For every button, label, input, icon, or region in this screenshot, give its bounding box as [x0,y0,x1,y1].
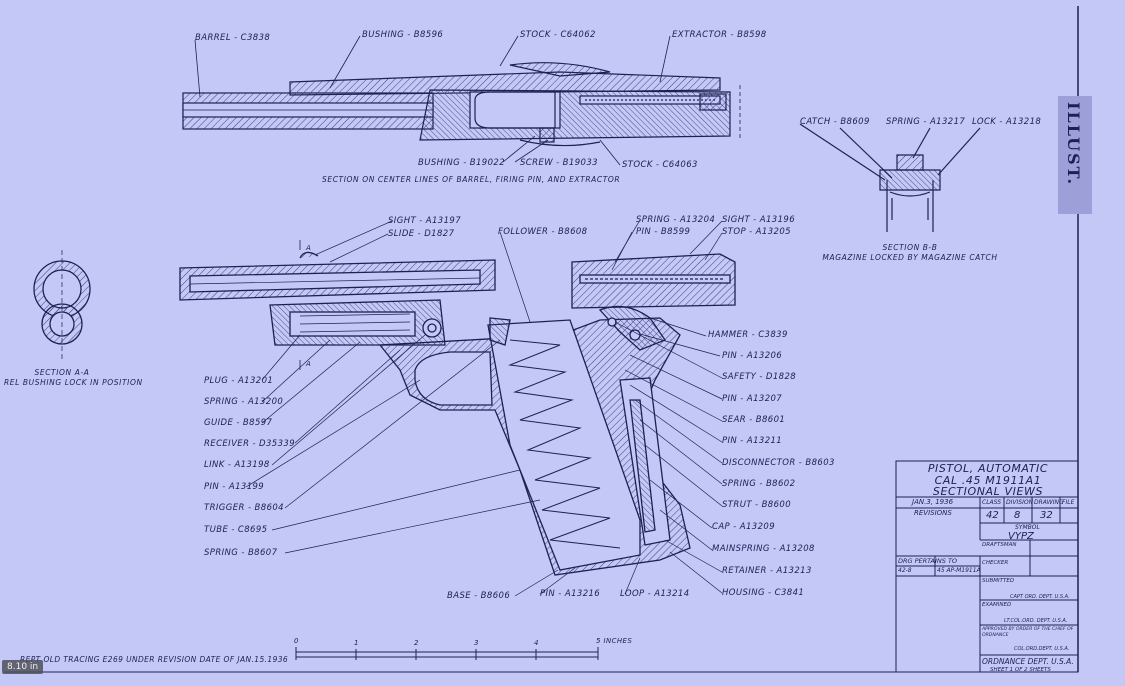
top-section-view [182,62,741,147]
label-follower: FOLLOWER - B8608 [498,227,588,237]
tb-col-drawing: DRAWING [1034,499,1064,506]
scale-tick-3: 3 [474,639,479,647]
scale-tick-0: 0 [294,637,299,645]
tb-col-file: FILE [1062,499,1075,506]
label-retainer: RETAINER - A13213 [722,566,812,576]
marker-a-top: A [306,244,312,252]
marker-a-bottom: A [306,360,312,368]
scale-tick-1: 1 [354,639,359,647]
label-spring-rear: SPRING - A13204 [636,215,716,225]
label-sight-front: SIGHT - A13197 [388,216,461,226]
scale-tick-4: 4 [534,639,539,647]
label-stop: STOP - A13205 [722,227,791,237]
label-spring-mag-main: SPRING - B8607 [204,548,278,558]
label-spring-sear: SPRING - B8602 [722,479,796,489]
tb-approved: APPROVED BY ORDER OF THE CHIEF OF ORDNAN… [982,627,1074,638]
leaders-main [245,219,723,597]
title-line-1: PISTOL, AUTOMATIC [927,462,1049,475]
section-aa-view [33,250,91,360]
label-plug: PLUG - A13201 [204,376,274,386]
label-spring-mag: SPRING - A13217 [886,117,966,127]
tb-drg-pertains: DRG PERTAINS TO [898,557,958,565]
title-line-2: CAL .45 M1911A1 [934,474,1042,487]
label-sight-rear: SIGHT - A13196 [722,215,795,225]
tb-col-ord: LT.COL.ORD. DEPT. U.S.A. [1004,618,1068,624]
caption-section-aa-sub: REL BUSHING LOCK IN POSITION [4,378,143,387]
tb-val-drawing: 32 [1040,510,1053,521]
tb-date: JAN.3, 1936 [912,498,954,506]
scale-tick-5: 5 INCHES [596,637,633,645]
label-safety: SAFETY - D1828 [722,372,797,382]
label-slide: SLIDE - D1827 [388,229,455,239]
label-mainspring: MAINSPRING - A13208 [712,544,815,554]
tb-sheet: SHEET 1 OF 2 SHEETS [990,667,1051,673]
tb-col-ord2: COL.ORD.DEPT. U.S.A. [1014,646,1070,652]
label-barrel-top: BARREL - C3838 [195,33,271,43]
label-base: BASE - B8606 [447,591,511,601]
caption-section-aa: SECTION A-A [34,368,90,377]
leaders-top [194,35,671,166]
tb-val-class: 42 [986,510,999,521]
pistol-section-view [179,240,736,576]
label-pin-sear: PIN - A13211 [722,436,783,446]
label-housing: HOUSING - C3841 [722,588,805,598]
tb-draftsman: DRAFTSMAN [982,542,1017,548]
label-catch: CATCH - B8609 [800,117,870,127]
label-link: LINK - A13198 [204,460,270,470]
label-pin-link: PIN - A13199 [204,482,265,492]
label-trigger: TRIGGER - B8604 [204,503,284,513]
label-receiver: RECEIVER - D35339 [204,439,296,449]
label-cap: CAP - A13209 [712,522,776,532]
label-hammer: HAMMER - C3839 [708,330,788,340]
title-block-grid [895,460,1079,673]
title-line-3: SECTIONAL VIEWS [932,485,1044,498]
illust-stamp: ILLUST. [1058,96,1092,214]
label-stock-top: STOCK - C64062 [520,30,596,40]
scale-tick-2: 2 [414,639,419,647]
tb-ordnance: ORDNANCE DEPT. U.S.A. [982,657,1074,666]
caption-section-bb: SECTION B-B [882,243,938,252]
label-lock: LOCK - A13218 [972,117,1042,127]
label-stock-low: STOCK - C64063 [622,160,698,170]
tb-col-division: DIVISION [1006,499,1034,506]
tb-revisions: REVISIONS [914,509,952,517]
tb-capt: CAPT ORD. DEPT. U.S.A. [1010,594,1070,600]
tb-examined: EXAMINED [982,602,1012,608]
footer-note: REPT OLD TRACING E269 UNDER REVISION DAT… [20,655,289,664]
label-screw: SCREW - B19033 [520,158,598,168]
zoom-badge[interactable]: 8.10 in [2,660,44,674]
tb-col-class: CLASS [982,499,1002,506]
label-bushing-top: BUSHING - B8596 [362,30,444,40]
tb-submitted: SUBMITTED [982,578,1015,584]
label-tube: TUBE - C8695 [204,525,268,535]
label-sear: SEAR - B8601 [722,415,786,425]
label-pin-safety: PIN - A13207 [722,394,783,404]
label-extractor: EXTRACTOR - B8598 [672,30,767,40]
label-pin-base: PIN - A13216 [540,589,601,599]
section-bb-view [799,123,981,232]
caption-section-bb-sub: MAGAZINE LOCKED BY MAGAZINE CATCH [822,253,998,262]
scale-bar [295,647,599,660]
label-pin-rear: PIN - B8599 [636,227,691,237]
tb-checker: CHECKER [982,560,1009,566]
label-strut: STRUT - B8600 [722,500,792,510]
tb-val-division: 8 [1014,510,1021,521]
caption-section-center: SECTION ON CENTER LINES OF BARREL, FIRIN… [322,175,621,184]
label-spring-recoil: SPRING - A13200 [204,397,284,407]
label-disconnector: DISCONNECTOR - B8603 [722,458,835,468]
label-pin-hammer: PIN - A13206 [722,351,783,361]
tb-pertains-a: 42-8 [898,567,912,574]
illust-stamp-text: ILLUST. [1064,102,1083,187]
tb-pertains-b: 45 AP-M1911A [937,567,981,574]
label-loop: LOOP - A13214 [620,589,690,599]
tb-symbol: VYPZ [1008,531,1034,542]
tb-symbol-label: SYMBOL [1015,524,1040,531]
label-guide: GUIDE - B8597 [204,418,273,428]
label-bushing-low: BUSHING - B19022 [418,158,506,168]
